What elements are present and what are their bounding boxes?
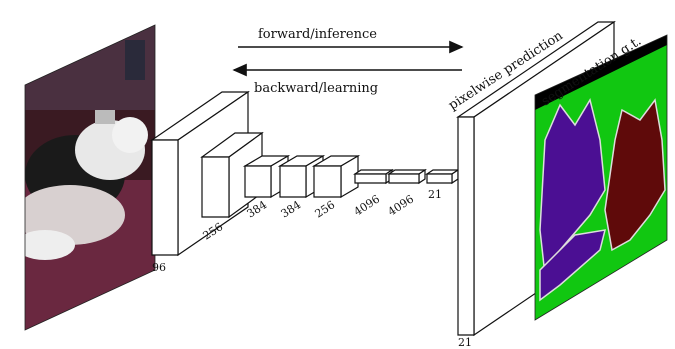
layer-21-small <box>425 168 460 185</box>
input-image <box>24 24 156 331</box>
size-96: 96 <box>152 261 166 274</box>
size-21-small: 21 <box>428 188 442 201</box>
size-256-b: 256 <box>313 198 338 220</box>
layer-256-b <box>311 154 361 199</box>
size-4096-a: 4096 <box>352 192 383 218</box>
size-21-output: 21 <box>458 336 472 349</box>
size-4096-b: 4096 <box>386 192 417 218</box>
forward-label: forward/inference <box>258 27 377 42</box>
layer-4096-a <box>353 168 394 185</box>
layer-4096-b <box>387 168 427 185</box>
backward-label: backward/learning <box>254 81 378 96</box>
size-384-b: 384 <box>279 198 304 220</box>
